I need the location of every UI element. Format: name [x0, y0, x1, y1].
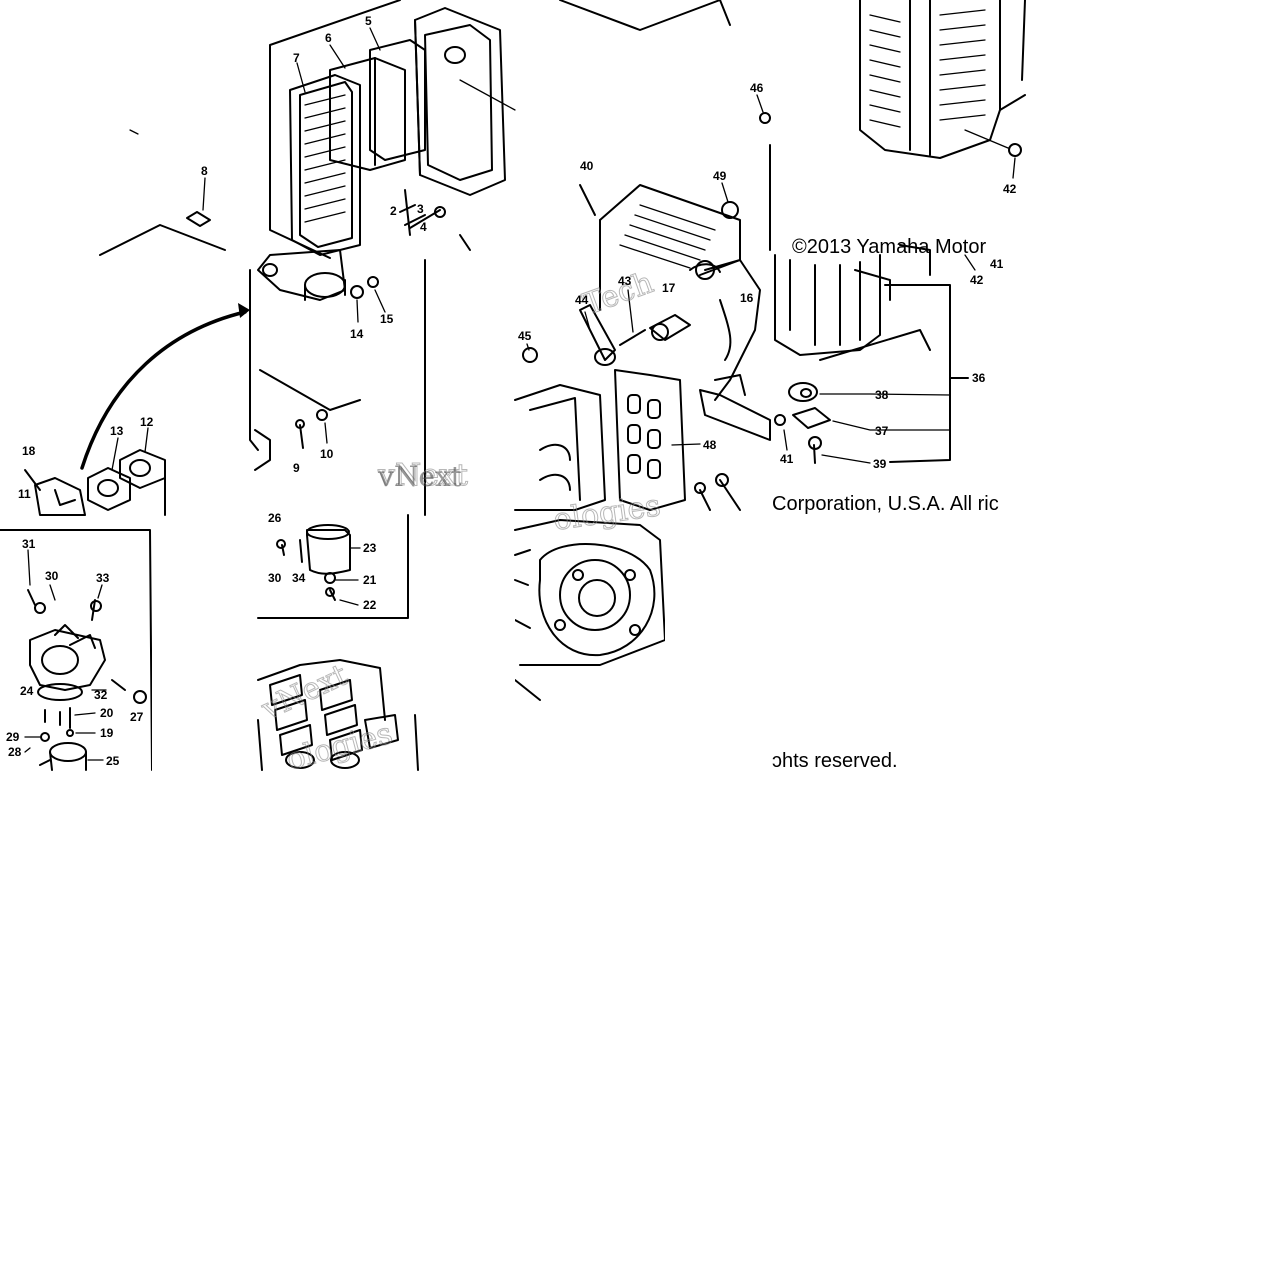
part-label-3: 3 — [417, 202, 424, 216]
part-label-37: 37 — [875, 424, 889, 438]
part-label-27: 27 — [130, 710, 144, 724]
part-label-33: 33 — [96, 571, 110, 585]
part-label-49: 49 — [713, 169, 727, 183]
part-label-7: 7 — [293, 51, 300, 65]
part-label-48: 48 — [703, 438, 717, 452]
part-label-29: 29 — [6, 730, 20, 744]
part-label-23: 23 — [363, 541, 377, 555]
part-label-15: 15 — [380, 312, 394, 326]
part-label-13: 13 — [110, 424, 124, 438]
muffler-cover-assembly — [559, 0, 771, 311]
cylinder-head-assembly — [257, 659, 419, 771]
part-label-40: 40 — [580, 159, 594, 173]
copyright-line-2: Corporation, U.S.A. All ric — [772, 493, 999, 515]
watermark-text-a-overlay: vNext — [377, 460, 463, 493]
copyright-line-3: ɔhts reserved. — [772, 750, 898, 772]
muffler-exhaust-assembly — [514, 259, 788, 511]
part-label-32: 32 — [94, 688, 108, 702]
part-label-46: 46 — [750, 81, 764, 95]
crankcase-assembly — [514, 519, 666, 701]
part-label-26-top: 26 — [268, 511, 282, 525]
part-label-20: 20 — [100, 706, 114, 720]
part-label-44: 44 — [575, 293, 589, 307]
copyright-line-1: ©2013 Yamaha Motor — [792, 236, 986, 258]
part-label-5: 5 — [365, 14, 372, 28]
filter-element-assembly — [257, 514, 409, 619]
cylinder-gasket-assembly — [774, 244, 976, 464]
part-label-31: 31 — [22, 537, 36, 551]
part-label-8: 8 — [201, 164, 208, 178]
part-label-34: 34 — [292, 571, 306, 585]
part-label-42-top: 42 — [1003, 182, 1017, 196]
part-label-41-top: 41 — [990, 257, 1004, 271]
part-number-labels: 5 6 7 8 2 3 4 14 15 9 10 12 13 18 11 46 … — [6, 14, 1017, 768]
part-label-42: 42 — [970, 273, 984, 287]
part-label-10: 10 — [320, 447, 334, 461]
part-label-38: 38 — [875, 388, 889, 402]
fan-cover-assembly — [859, 0, 1026, 179]
part-label-22: 22 — [363, 598, 377, 612]
carburetor-assembly — [0, 529, 153, 771]
part-label-43: 43 — [618, 274, 632, 288]
part-label-9: 9 — [293, 461, 300, 475]
part-label-21: 21 — [363, 573, 377, 587]
part-label-4: 4 — [420, 220, 427, 234]
part-label-28: 28 — [8, 745, 22, 759]
part-label-36: 36 — [972, 371, 986, 385]
part-label-12: 12 — [140, 415, 154, 429]
watermark-text-d: vNext — [256, 658, 353, 728]
air-cleaner-assembly — [24, 0, 516, 516]
part-label-30-mid: 30 — [268, 571, 282, 585]
watermark-text-e: ologies — [283, 716, 396, 778]
part-label-17: 17 — [662, 281, 676, 295]
part-label-14: 14 — [350, 327, 364, 341]
part-label-11: 11 — [18, 487, 31, 501]
part-label-45: 45 — [518, 329, 532, 343]
part-label-24: 24 — [20, 684, 34, 698]
part-label-30: 30 — [45, 569, 59, 583]
watermark-text-a: vNext — [377, 458, 468, 493]
part-label-18: 18 — [22, 444, 36, 458]
part-label-6: 6 — [325, 31, 332, 45]
part-label-39: 39 — [873, 457, 887, 471]
part-label-41: 41 — [780, 452, 794, 466]
part-label-2: 2 — [390, 204, 397, 218]
part-label-16: 16 — [740, 291, 754, 305]
part-label-19: 19 — [100, 726, 114, 740]
part-label-25: 25 — [106, 754, 120, 768]
